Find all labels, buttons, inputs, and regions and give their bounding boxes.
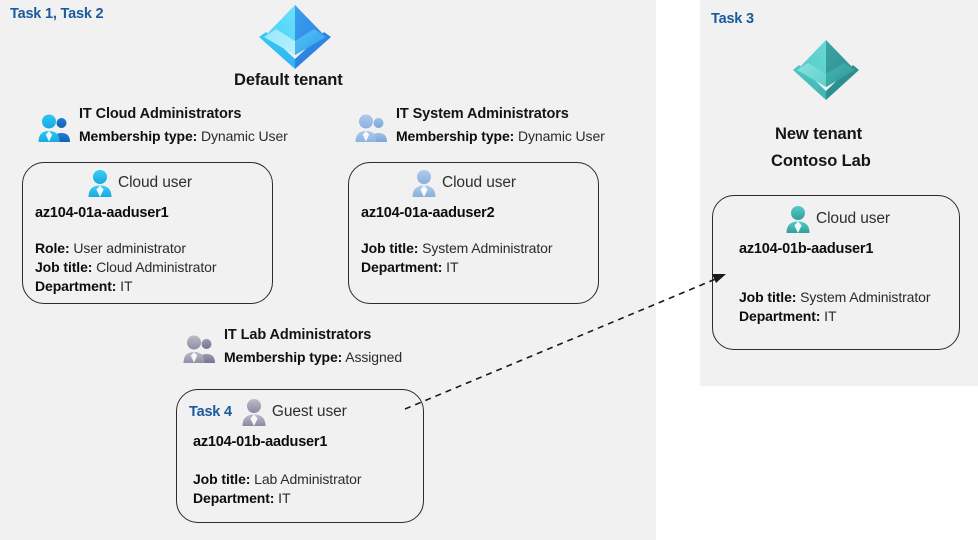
group-users-icon [37,113,73,143]
card-attr-value: System Administrator [422,240,553,256]
card-attr-label: Role: [35,240,70,256]
card-attributes: Role: User administrator Job title: Clou… [35,239,217,296]
card-user-type: Cloud user [442,174,516,191]
card-attr-label: Job title: [739,289,797,305]
card-upn: az104-01a-aaduser1 [35,205,169,221]
card-user-type: Cloud user [118,174,192,191]
user-card-az104-01a-aaduser1: Cloud user az104-01a-aaduser1 Role: User… [22,162,273,304]
card-attr-value: Cloud Administrator [96,259,217,275]
cloud-user-icon [785,205,811,233]
card-attr-value: Lab Administrator [254,471,362,487]
group-membership-type-value: Assigned [345,349,403,365]
card-attr-label: Department: [35,278,117,294]
group-membership-type: Membership type: Assigned [224,349,402,365]
card-attr-value: IT [278,490,291,506]
new-tenant-title-line1: New tenant [775,125,863,143]
group-membership-type: Membership type: Dynamic User [79,128,288,144]
user-card-az104-01b-aaduser1-new-tenant: Cloud user az104-01b-aaduser1 Job title:… [712,195,960,350]
card-header: Task 4 Guest user [189,398,347,426]
card-attr-row: Department: IT [361,258,552,277]
card-attr-row: Department: IT [35,277,216,296]
cloud-user-icon [87,169,113,197]
group-membership-type: Membership type: Dynamic User [396,128,605,144]
card-attr-value: System Administrator [800,289,931,305]
default-tenant-title: Default tenant [234,71,343,89]
card-attr-row: Job title: System Administrator [361,239,553,258]
card-attr-label: Job title: [361,240,419,256]
card-attr-row: Role: User administrator [35,239,216,258]
card-attr-value: IT [824,308,837,324]
azure-ad-tenant-icon [256,3,334,71]
card-attr-row: Job title: System Administrator [739,288,931,307]
card-header: Cloud user [87,169,192,197]
cloud-user-icon [411,169,437,197]
task-label-4: Task 4 [189,404,232,420]
card-upn: az104-01b-aaduser1 [193,434,328,450]
card-user-type: Cloud user [816,210,890,227]
card-attr-row: Department: IT [739,307,930,326]
group-membership-type-value: Dynamic User [201,128,288,144]
new-tenant-title-line2: Contoso Lab [771,152,871,170]
card-attributes: Job title: System Administrator Departme… [361,239,553,277]
guest-user-icon [241,398,267,426]
group-membership-type-label: Membership type: [396,128,515,144]
group-membership-type-label: Membership type: [79,128,198,144]
group-name: IT System Administrators [396,106,569,122]
task-label-1-2: Task 1, Task 2 [10,6,104,22]
card-attr-label: Job title: [193,471,251,487]
card-attr-label: Job title: [35,259,93,275]
card-attr-value: User administrator [73,240,186,256]
group-users-icon [354,113,390,143]
card-attributes: Job title: System Administrator Departme… [739,288,931,326]
group-name: IT Cloud Administrators [79,106,242,122]
card-attr-label: Department: [739,308,821,324]
card-attr-label: Department: [361,259,443,275]
group-membership-type-value: Dynamic User [518,128,605,144]
card-upn: az104-01a-aaduser2 [361,205,495,221]
card-upn: az104-01b-aaduser1 [739,241,874,257]
card-header: Cloud user [411,169,516,197]
azure-ad-tenant-icon [790,38,862,102]
group-users-icon [182,334,218,364]
card-attr-value: IT [446,259,459,275]
user-card-guest-az104-01b-aaduser1: Task 4 Guest user az104-01b-aaduser1 Job… [176,389,424,523]
card-attr-value: IT [120,278,133,294]
card-attributes: Job title: Lab Administrator Department:… [193,470,361,508]
group-name: IT Lab Administrators [224,327,372,343]
user-card-az104-01a-aaduser2: Cloud user az104-01a-aaduser2 Job title:… [348,162,599,304]
card-user-type: Guest user [271,403,347,420]
card-attr-row: Job title: Lab Administrator [193,470,361,489]
group-membership-type-label: Membership type: [224,349,343,365]
card-attr-label: Department: [193,490,275,506]
task-label-3: Task 3 [711,11,754,27]
card-attr-row: Job title: Cloud Administrator [35,258,217,277]
card-attr-row: Department: IT [193,489,361,508]
card-header: Cloud user [785,205,890,233]
